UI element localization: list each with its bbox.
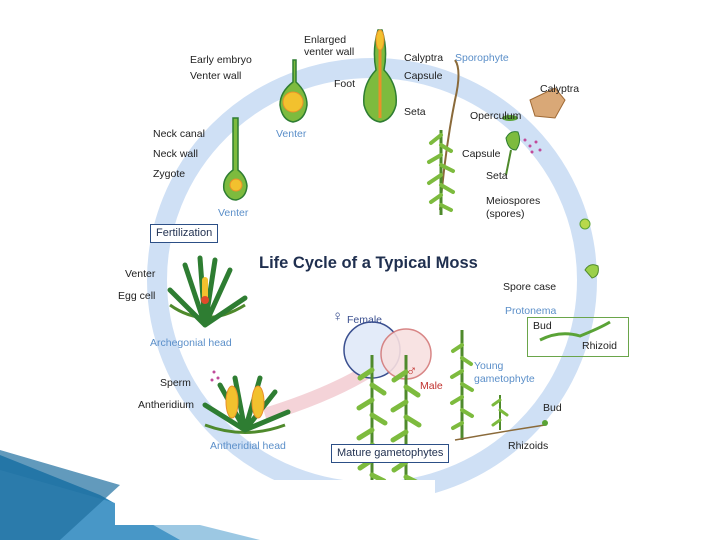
label-young-gametophyte-1: Young [474, 360, 504, 372]
calyptra-right [529, 87, 566, 119]
label-operculum: Operculum [470, 110, 522, 122]
label-capsule-right: Capsule [462, 148, 501, 160]
label-venter-mid: Venter [125, 268, 156, 280]
label-male: Male [420, 380, 443, 392]
label-bud-right: Bud [543, 402, 562, 414]
enlarged-venter [363, 29, 397, 123]
female-symbol: ♀ [332, 308, 344, 325]
operculum-capsule-right [502, 115, 521, 176]
label-venter-wall: Venter wall [190, 70, 242, 82]
label-archegonial-head: Archegonial head [150, 337, 232, 349]
label-rhizoids: Rhizoids [508, 440, 549, 452]
label-meiospores: Meiospores [486, 195, 541, 207]
young-gametophyte [450, 330, 548, 441]
label-enlarged-venter-wall-1: Enlarged [304, 34, 347, 46]
label-capsule-top: Capsule [404, 70, 443, 82]
sperm-dots [210, 370, 220, 382]
archegonial-head-plant [167, 255, 248, 328]
label-early-embryo: Early embryo [190, 54, 252, 66]
sporophyte-plant [427, 59, 460, 215]
male-symbol: ♂ [406, 363, 418, 380]
slide-corner-decoration [0, 450, 720, 540]
label-sperm: Sperm [160, 377, 191, 389]
label-enlarged-venter-wall-2: venter wall [304, 46, 355, 58]
fertilization-box: Fertilization [150, 224, 219, 243]
protonema-shape [539, 320, 611, 342]
label-bud-box: Bud [533, 320, 552, 332]
label-neck-canal: Neck canal [153, 128, 205, 140]
early-embryo-archegonium [279, 59, 308, 123]
diagram-title: Life Cycle of a Typical Moss [259, 254, 478, 272]
spore-case-shape [584, 264, 599, 279]
label-seta-top: Seta [404, 106, 426, 118]
spore-dot [579, 218, 591, 230]
protonema-box [527, 317, 629, 357]
label-zygote: Zygote [153, 168, 186, 180]
label-seta-right: Seta [486, 170, 508, 182]
meiospores-dots [523, 138, 542, 154]
label-female: Female [347, 314, 383, 326]
label-venter-left: Venter [218, 207, 249, 219]
label-young-gametophyte-2: gametophyte [474, 373, 535, 385]
label-protonema: Protonema [505, 305, 557, 317]
label-rhizoid: Rhizoid [582, 340, 618, 352]
zygote-archegonium [222, 117, 248, 201]
label-sporophyte: Sporophyte [455, 52, 509, 64]
mature-gametophytes-box: Mature gametophytes [331, 444, 450, 463]
label-foot: Foot [334, 78, 356, 90]
antheridial-head-plant [202, 375, 291, 434]
label-antheridium: Antheridium [138, 399, 195, 411]
sperm-path-arrow [262, 364, 374, 422]
label-neck-wall: Neck wall [153, 148, 198, 160]
label-calyptra-right: Calyptra [540, 83, 580, 95]
label-venter-top: Venter [276, 128, 307, 140]
label-spore-case: Spore case [503, 281, 557, 293]
label-antheridial-head: Antheridial head [210, 440, 286, 452]
label-spores: (spores) [486, 208, 525, 220]
label-egg-cell: Egg cell [118, 290, 156, 302]
label-calyptra-top: Calyptra [404, 52, 444, 64]
